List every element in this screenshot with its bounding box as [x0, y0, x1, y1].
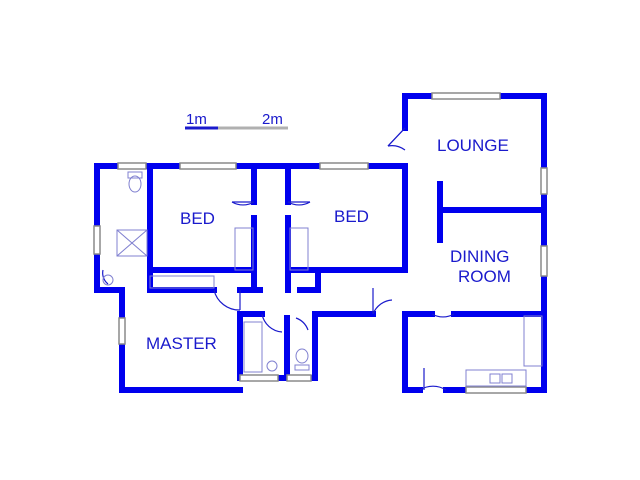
label-lounge: LOUNGE: [437, 136, 509, 155]
label-bed-right: BED: [334, 207, 369, 226]
scale-label-2m: 2m: [262, 111, 283, 128]
windows: [93, 92, 548, 394]
room-labels: LOUNGE DINING ROOM BED BED MASTER: [146, 136, 511, 353]
walls: [94, 93, 547, 393]
label-dining-line2: ROOM: [458, 267, 511, 286]
scale-label-1m: 1m: [186, 111, 207, 128]
scale-bar: 1m 2m: [185, 111, 288, 130]
label-master: MASTER: [146, 334, 217, 353]
label-dining-line1: DINING: [450, 247, 510, 266]
fixtures: [102, 171, 543, 387]
label-bed-left: BED: [180, 209, 215, 228]
